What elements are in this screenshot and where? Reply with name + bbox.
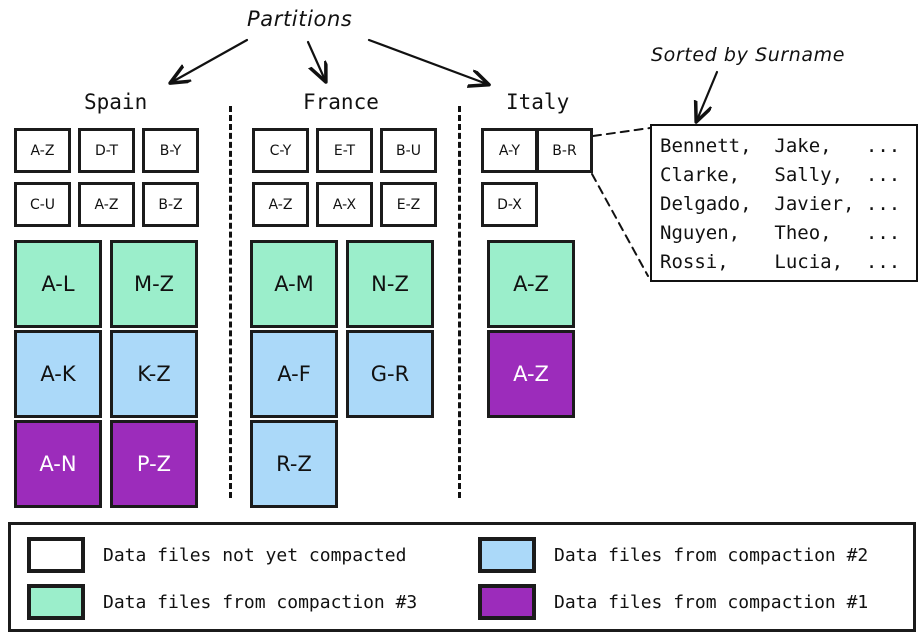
record-row: Bennett, Jake, ... [660, 135, 901, 157]
legend-label: Data files from compaction #1 [554, 591, 869, 613]
legend-label: Data files not yet compacted [103, 544, 407, 566]
record-row: Clarke, Sally, ... [660, 164, 901, 186]
file-box-label: D-T [94, 142, 119, 159]
file-box-label: D-X [497, 196, 522, 213]
file-box-france-c2-b[interactable]: G-R [346, 330, 434, 418]
file-box-italy-c3-a[interactable]: A-Z [487, 240, 575, 328]
file-box-spain-c3-a[interactable]: A-L [14, 240, 102, 328]
file-box-spain-c2-b[interactable]: K-Z [110, 330, 198, 418]
file-box-label: G-R [370, 361, 410, 386]
file-box-label: K-Z [137, 361, 171, 386]
legend-item-compaction-1: Data files from compaction #1 [478, 584, 868, 620]
file-box-label: B-U [396, 142, 421, 159]
record-row: Delgado, Javier, ... [660, 193, 901, 215]
file-box-label: A-M [274, 271, 314, 296]
file-box-label: C-Y [269, 142, 292, 159]
partition-name-italy: Italy [506, 90, 570, 114]
file-box-italy-u2[interactable]: B-R [536, 128, 593, 173]
legend-swatch-white-icon [27, 537, 85, 573]
arrow-to-spain [172, 38, 249, 82]
file-box-label: R-Z [276, 451, 312, 476]
file-box-spain-u6[interactable]: B-Z [142, 182, 199, 227]
file-box-spain-u1[interactable]: A-Z [14, 128, 71, 173]
file-box-label: A-Z [513, 361, 549, 386]
file-box-france-u2[interactable]: E-T [316, 128, 373, 173]
file-box-spain-c1-a[interactable]: A-N [14, 420, 102, 508]
file-box-italy-u1[interactable]: A-Y [481, 128, 538, 173]
file-box-spain-u5[interactable]: A-Z [78, 182, 135, 227]
file-box-label: C-U [29, 196, 56, 213]
arrow-to-detail-box [697, 70, 719, 120]
record-row: Nguyen, Theo, ... [660, 222, 901, 244]
connector-top [592, 127, 651, 137]
file-box-label: P-Z [136, 451, 172, 476]
partition-name-spain: Spain [84, 90, 148, 114]
file-box-spain-u3[interactable]: B-Y [142, 128, 199, 173]
file-box-italy-c1-a[interactable]: A-Z [487, 330, 575, 418]
file-box-spain-c2-a[interactable]: A-K [14, 330, 102, 418]
column-separator-france-italy [458, 106, 461, 498]
file-box-label: A-Z [513, 271, 549, 296]
file-box-france-c2-a[interactable]: A-F [250, 330, 338, 418]
file-box-france-c2-c[interactable]: R-Z [250, 420, 338, 508]
file-box-italy-u3[interactable]: D-X [481, 182, 538, 227]
legend: Data files not yet compacted Data files … [8, 522, 916, 632]
column-separator-spain-france [229, 106, 232, 498]
file-box-label: A-Y [498, 142, 521, 159]
partitions-title: Partitions [247, 7, 353, 31]
legend-item-compaction-3: Data files from compaction #3 [27, 584, 417, 620]
file-box-spain-u2[interactable]: D-T [78, 128, 135, 173]
legend-swatch-teal-icon [27, 584, 85, 620]
file-box-label: M-Z [133, 271, 175, 296]
sorted-by-surname-caption: Sorted by Surname [651, 44, 846, 66]
file-box-label: A-N [39, 451, 77, 476]
legend-swatch-purple-icon [478, 584, 536, 620]
file-box-france-u3[interactable]: B-U [380, 128, 437, 173]
partition-name-france: France [303, 90, 379, 114]
file-box-spain-u4[interactable]: C-U [14, 182, 71, 227]
file-box-label: A-K [40, 361, 76, 386]
record-row: Rossi, Lucia, ... [660, 251, 901, 273]
file-box-label: A-Z [30, 142, 55, 159]
file-box-france-c3-a[interactable]: A-M [250, 240, 338, 328]
legend-label: Data files from compaction #3 [103, 591, 418, 613]
file-box-label: B-Y [159, 142, 182, 159]
legend-label: Data files from compaction #2 [554, 544, 869, 566]
file-box-france-c3-b[interactable]: N-Z [346, 240, 434, 328]
file-box-spain-c1-b[interactable]: P-Z [110, 420, 198, 508]
sorted-records-detail-box: Bennett, Jake, ... Clarke, Sally, ... De… [650, 124, 918, 282]
file-box-label: E-Z [396, 196, 421, 213]
file-box-spain-c3-b[interactable]: M-Z [110, 240, 198, 328]
file-box-label: E-T [333, 142, 356, 159]
file-box-label: B-R [552, 142, 577, 159]
file-box-label: A-L [41, 271, 75, 296]
file-box-label: N-Z [371, 271, 409, 296]
legend-swatch-blue-icon [478, 537, 536, 573]
connector-bottom [591, 173, 649, 277]
file-box-label: A-Z [268, 196, 293, 213]
file-box-france-u6[interactable]: E-Z [380, 182, 437, 227]
file-box-france-u5[interactable]: A-X [316, 182, 373, 227]
file-box-label: A-F [277, 361, 311, 386]
file-box-label: A-Z [94, 196, 119, 213]
arrow-to-italy [367, 38, 487, 84]
file-box-france-u4[interactable]: A-Z [252, 182, 309, 227]
file-box-label: A-X [332, 196, 357, 213]
legend-item-uncompacted: Data files not yet compacted [27, 537, 406, 573]
legend-item-compaction-2: Data files from compaction #2 [478, 537, 868, 573]
arrow-to-france [306, 40, 325, 80]
file-box-label: B-Z [158, 196, 183, 213]
file-box-france-u1[interactable]: C-Y [252, 128, 309, 173]
